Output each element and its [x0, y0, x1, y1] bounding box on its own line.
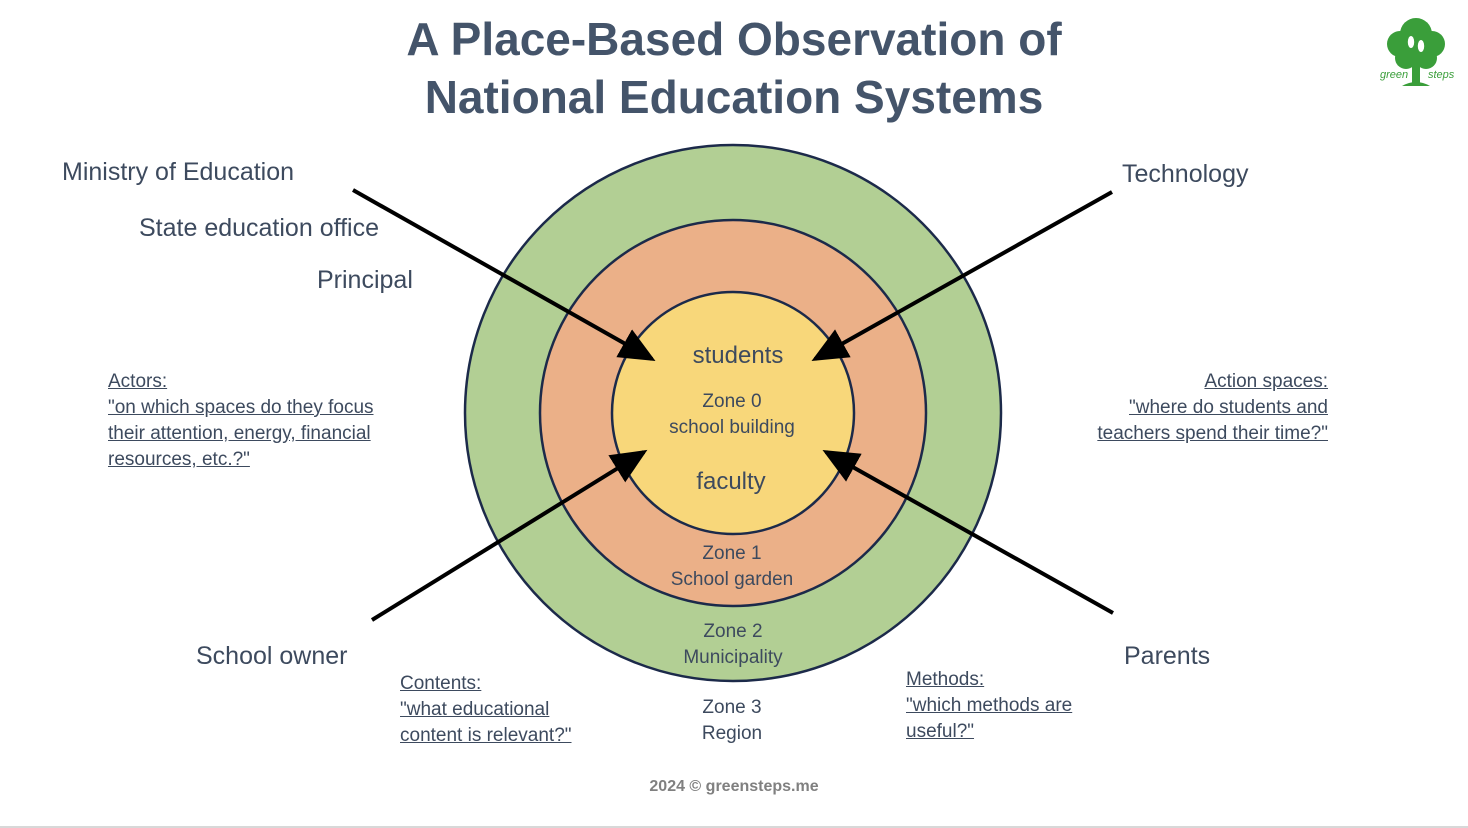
copyright-footer: 2024 © greensteps.me: [649, 778, 819, 795]
note-methods-line-1: "which methods are: [906, 695, 1073, 716]
zone-3-name: Zone 3: [702, 697, 761, 718]
zone-0-place: school building: [669, 417, 795, 438]
zone-1-place: School garden: [671, 569, 794, 590]
students-label: students: [693, 342, 784, 369]
actor-principal: Principal: [317, 266, 413, 294]
actor-school-owner: School owner: [196, 642, 348, 670]
zone-1-name: Zone 1: [702, 543, 761, 564]
note-action-spaces-heading: Action spaces:: [1204, 371, 1328, 392]
note-action-spaces-line-2: teachers spend their time?": [1097, 423, 1328, 444]
arrow-bottom-right: [822, 450, 1114, 615]
note-actors-line-1: "on which spaces do they focus: [108, 397, 374, 418]
zone-2-place: Municipality: [683, 647, 783, 668]
logo-text-green: green: [1380, 69, 1408, 81]
note-methods-heading: Methods:: [906, 669, 985, 690]
note-action-spaces: Action spaces: "where do students and te…: [1097, 369, 1328, 447]
tree-footprint-logo-icon: [1387, 18, 1445, 86]
note-actors-line-2: their attention, energy, financial: [108, 423, 371, 444]
title-line-2: National Education Systems: [424, 71, 1044, 123]
zone-2-name: Zone 2: [703, 621, 762, 642]
note-action-spaces-line-1: "where do students and: [1129, 397, 1328, 418]
page-title: A Place-Based Observation of National Ed…: [0, 10, 1468, 126]
note-contents-line-1: "what educational: [400, 699, 550, 720]
zone-0-ring: [610, 290, 856, 536]
note-contents-heading: Contents:: [400, 673, 482, 694]
actor-technology: Technology: [1122, 160, 1249, 188]
zone-0-name: Zone 0: [702, 391, 761, 412]
note-actors-line-3: resources, etc.?": [108, 449, 250, 470]
actor-state-office: State education office: [139, 214, 379, 242]
greensteps-logo: green steps: [1380, 18, 1455, 86]
arrow-bottom-left: [370, 449, 648, 622]
note-methods: Methods: "which methods are useful?": [906, 667, 1072, 745]
zone-3-place: Region: [702, 723, 762, 744]
arrow-top-left: [352, 188, 656, 361]
logo-text-steps: steps: [1428, 69, 1455, 81]
faculty-label: faculty: [696, 468, 765, 495]
actor-ministry: Ministry of Education: [62, 158, 295, 186]
note-actors: Actors: "on which spaces do they focus t…: [108, 369, 374, 473]
arrow-top-right: [811, 190, 1113, 361]
note-actors-heading: Actors:: [108, 371, 168, 392]
title-line-1: A Place-Based Observation of: [406, 13, 1062, 65]
note-contents-line-2: content is relevant?": [400, 725, 572, 746]
note-contents: Contents: "what educational content is r…: [400, 671, 572, 749]
actor-parents: Parents: [1124, 642, 1211, 670]
note-methods-line-2: useful?": [906, 721, 975, 742]
bottom-divider: [0, 826, 1468, 828]
